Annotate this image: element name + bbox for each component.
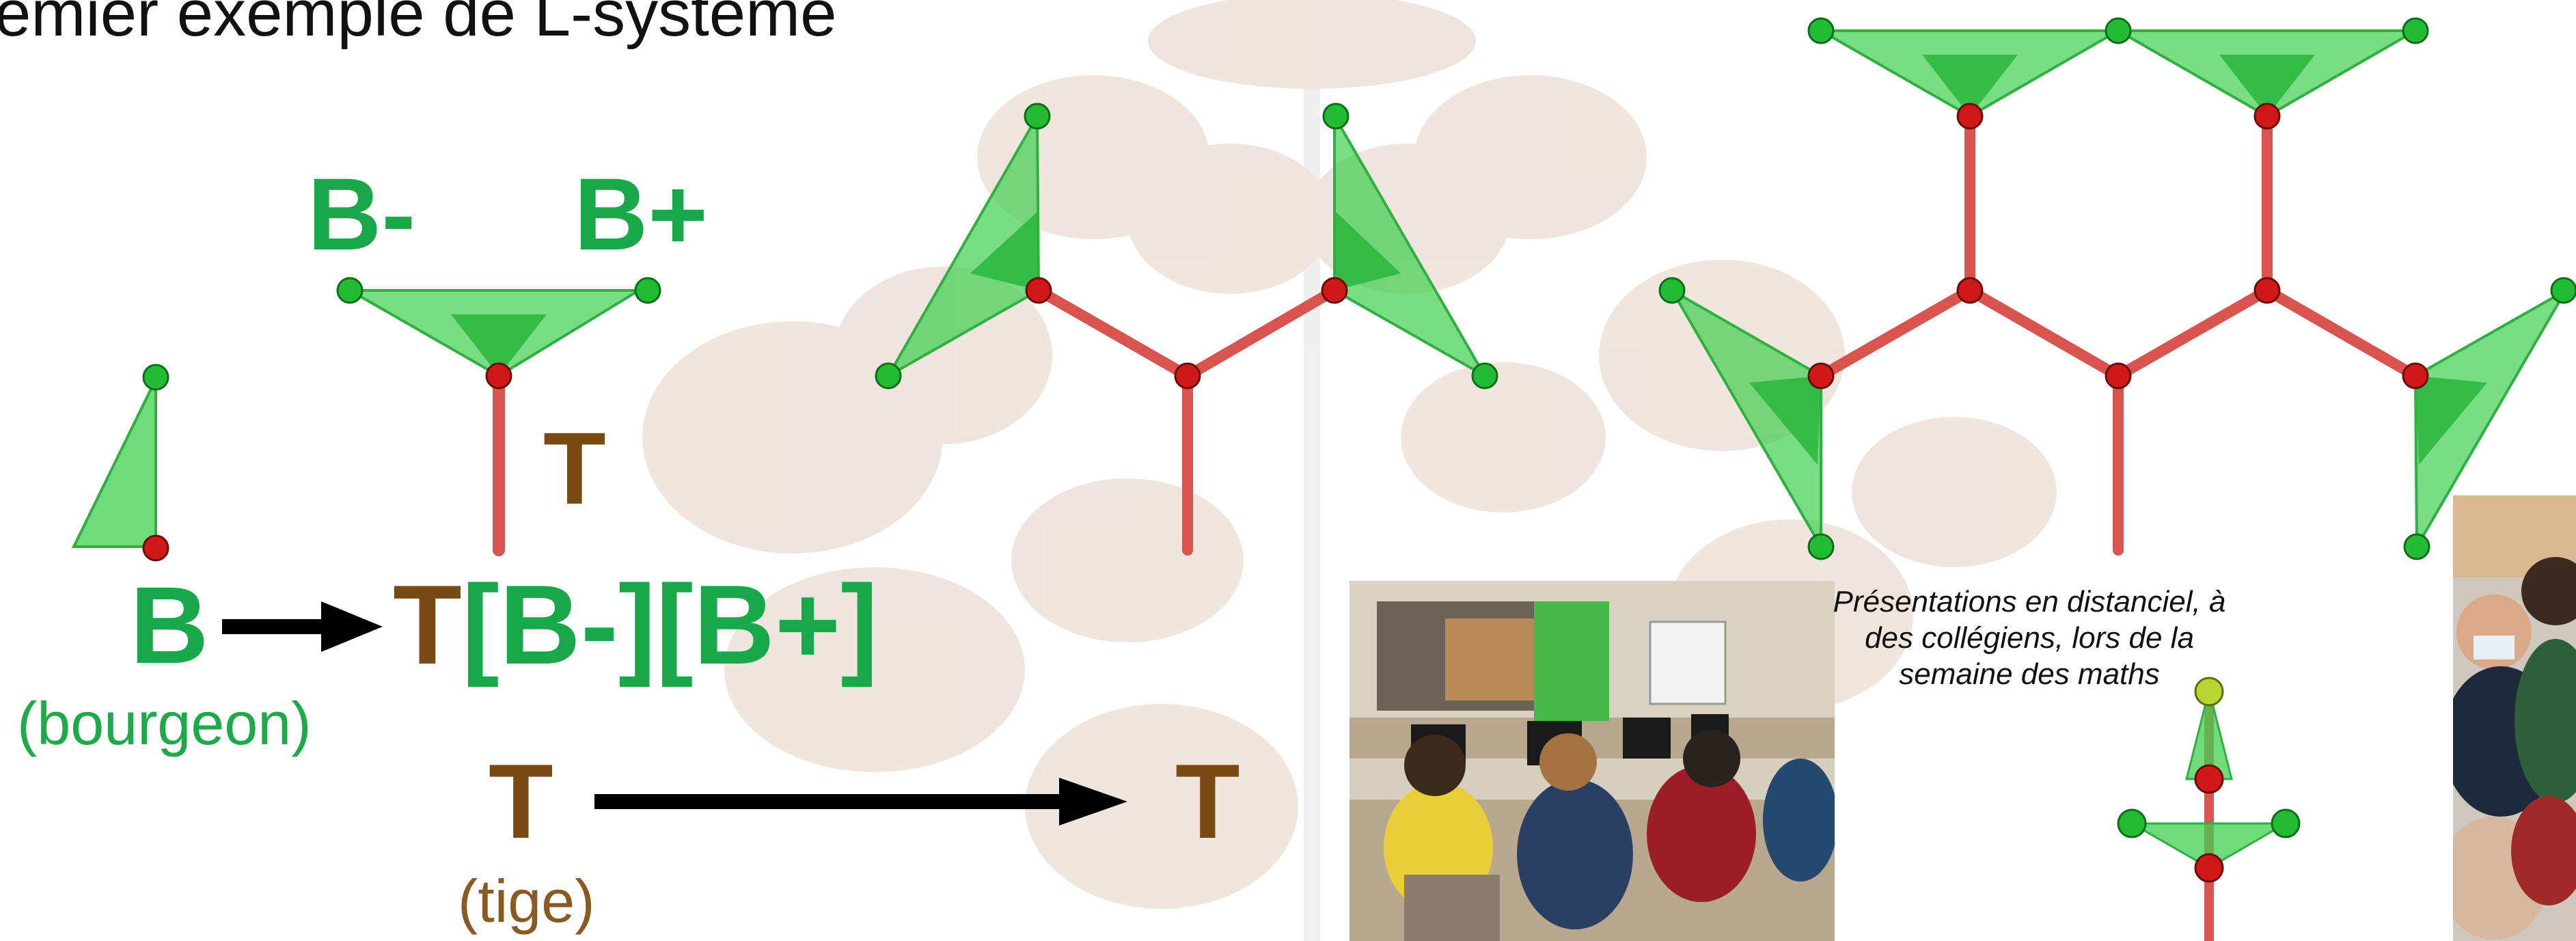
rule1-lhs-caption: (bourgeon): [17, 690, 312, 757]
label-t: T: [543, 411, 606, 526]
bud-diagram-small: [71, 364, 169, 562]
classroom-photo: [1349, 581, 1835, 941]
node-tip: [142, 364, 169, 391]
slide-title: emier exemple de L-système: [0, 0, 837, 50]
rule1-rhs-branches: [B-][B+]: [461, 562, 879, 687]
node-base: [142, 534, 169, 562]
generation3-diagram: [1658, 17, 2576, 560]
students-photo: [2453, 495, 2576, 941]
rule1-rhs-stem: T: [393, 562, 462, 687]
arrow-rule2: [594, 778, 1127, 826]
rule2-lhs-caption: (tige): [458, 867, 595, 935]
label-b-minus: B-: [307, 156, 416, 271]
label-b-plus: B+: [574, 156, 708, 271]
rule1-result-diagram: [336, 277, 661, 556]
generation2-diagram: [875, 103, 1498, 556]
rule1-lhs: B: [130, 564, 209, 686]
photo-caption: Présentations en distanciel, à des collé…: [1833, 585, 2226, 691]
small-variant-diagram: [2117, 677, 2301, 941]
rule1-rhs: T[B-][B+]: [393, 569, 878, 681]
rule2-lhs: T: [489, 742, 553, 860]
arrow-rule1: [222, 601, 383, 652]
rule2-rhs: T: [1175, 742, 1240, 860]
